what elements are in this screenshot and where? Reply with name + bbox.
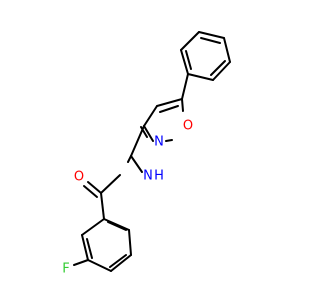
bond	[73, 259, 89, 266]
bond-lines	[73, 31, 231, 272]
amide-nitrogen-label: N	[143, 169, 153, 184]
bond	[187, 73, 214, 81]
bond	[143, 125, 154, 142]
ring-oxygen-label: O	[183, 119, 193, 134]
bond	[165, 139, 173, 142]
bond	[100, 174, 121, 194]
bond	[180, 49, 189, 75]
bond	[181, 73, 189, 100]
bond	[180, 31, 200, 51]
bond	[87, 259, 112, 272]
bond	[110, 254, 132, 272]
bond	[107, 221, 127, 231]
bond	[212, 61, 231, 81]
bond	[159, 105, 179, 113]
bond	[130, 155, 143, 173]
ring-nitrogen-label: N	[154, 135, 164, 150]
bond	[130, 125, 145, 157]
bond	[83, 185, 98, 198]
fluorine-label: F	[62, 262, 69, 277]
atom-labels: O N N H O F	[62, 119, 193, 277]
bond	[81, 218, 105, 236]
bond	[198, 31, 225, 39]
bond	[103, 218, 130, 231]
bond	[181, 98, 184, 112]
bond	[223, 37, 231, 63]
carbonyl-oxygen-label: O	[74, 170, 84, 185]
bond	[87, 181, 102, 194]
bond	[109, 254, 127, 268]
bond	[127, 155, 132, 163]
bond	[156, 98, 183, 107]
bond	[81, 234, 89, 261]
bond	[210, 60, 226, 76]
molecule-structure: O N N H O F	[62, 31, 231, 277]
bond	[200, 37, 221, 44]
bond	[143, 105, 158, 127]
bond	[185, 50, 192, 70]
amide-hydrogen-label: H	[154, 169, 164, 184]
bond	[86, 238, 93, 259]
bond	[128, 229, 132, 256]
bond	[100, 192, 105, 220]
